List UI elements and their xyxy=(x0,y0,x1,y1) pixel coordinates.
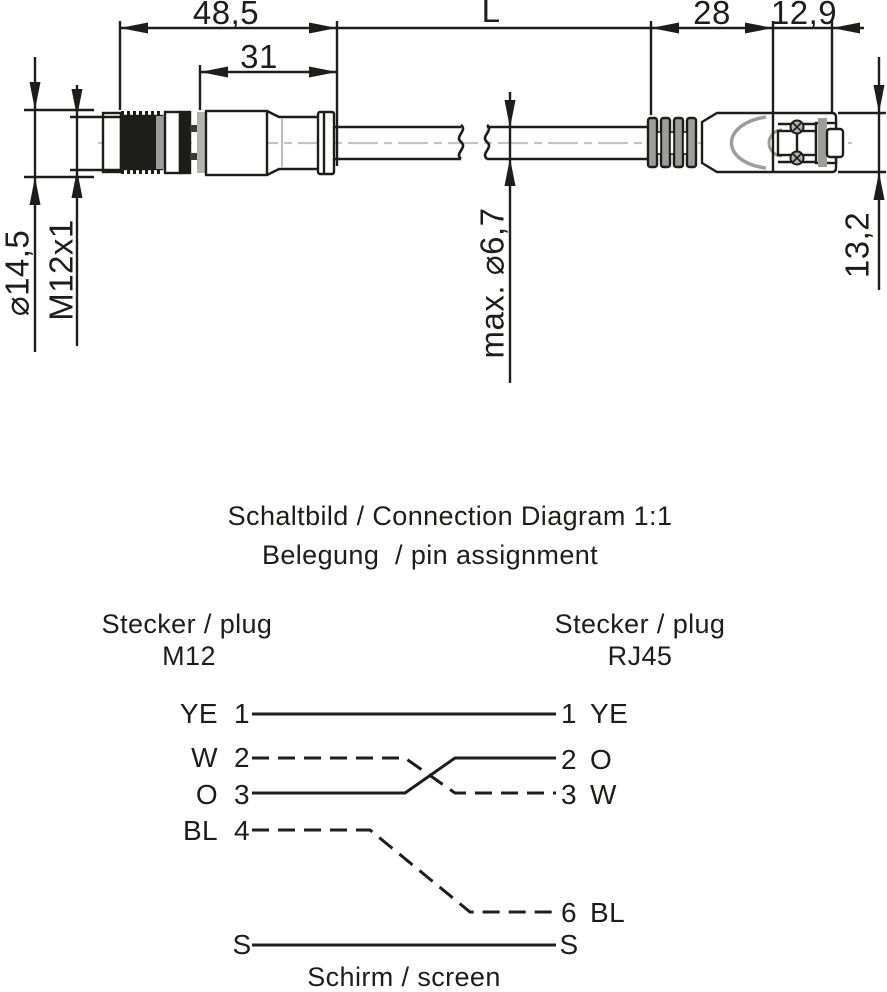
left-pin-number-3: 3 xyxy=(234,779,250,810)
dim-label-13-2: 13,2 xyxy=(838,211,876,279)
dim-label-L: L xyxy=(481,0,501,29)
diagram-title: Schaltbild / Connection Diagram 1:1 xyxy=(227,501,673,531)
right-pin-number-2: 2 xyxy=(561,744,577,775)
right-pin-color-o: O xyxy=(590,744,613,775)
right-pin-color-w: W xyxy=(590,779,617,810)
right-pin-number-1: 1 xyxy=(561,698,577,729)
dim-label-dia-14-5: ⌀14,5 xyxy=(0,229,36,317)
dim-label-48-5: 48,5 xyxy=(192,0,260,31)
right-plug-label: Stecker / plug xyxy=(554,609,726,639)
right-plug-type: RJ45 xyxy=(607,641,673,671)
left-plug-label: Stecker / plug xyxy=(101,609,273,639)
pin-wires xyxy=(252,712,556,947)
m12-connector-drawing xyxy=(101,109,336,177)
dimension-arrowheads xyxy=(29,22,885,205)
screen-label: Schirm / screen xyxy=(307,962,501,992)
left-pin-color-w: W xyxy=(191,742,218,773)
left-plug-type: M12 xyxy=(162,641,216,671)
cable-drawing xyxy=(334,124,650,161)
right-pin-number-6: 6 xyxy=(561,897,577,928)
wire-4-dashed xyxy=(252,828,556,914)
wire-3-solid-cross xyxy=(252,756,556,795)
wire-2-dashed-cross xyxy=(252,756,556,795)
dim-label-12-9: 12,9 xyxy=(770,0,838,31)
left-pin-color-bl: BL xyxy=(182,815,218,846)
left-pin-number-2: 2 xyxy=(234,742,250,773)
dim-label-31: 31 xyxy=(240,38,278,75)
right-pin-number-s: S xyxy=(559,929,579,960)
left-pin-color-o: O xyxy=(195,779,218,810)
dim-label-m12x1: M12x1 xyxy=(42,219,80,321)
dimension-lines xyxy=(24,21,886,383)
right-pin-color-bl: BL xyxy=(590,897,626,928)
right-pin-color-ye: YE xyxy=(590,698,629,729)
left-pin-number-s: S xyxy=(232,929,252,960)
dim-label-max-dia-6-7: max. ⌀6,7 xyxy=(473,207,511,359)
diagram-subtitle: Belegung / pin assignment xyxy=(261,540,599,570)
dim-label-28: 28 xyxy=(693,0,731,31)
left-pin-color-ye: YE xyxy=(179,698,218,729)
right-pin-number-3: 3 xyxy=(561,779,577,810)
rj45-connector-drawing xyxy=(646,111,845,174)
left-pin-number-4: 4 xyxy=(234,815,250,846)
left-pin-number-1: 1 xyxy=(234,698,250,729)
